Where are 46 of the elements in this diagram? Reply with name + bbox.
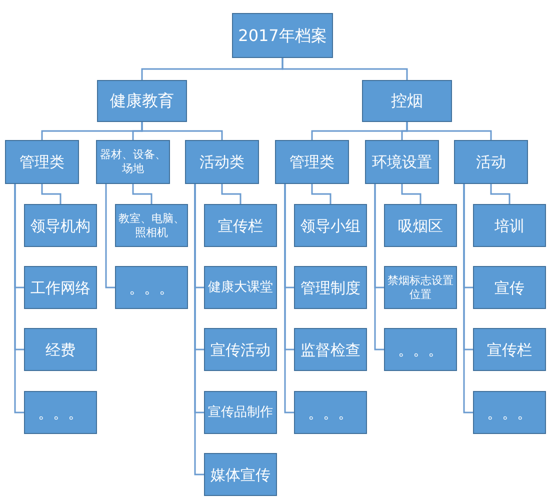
org-box: 。。。 (473, 391, 546, 434)
connector-line (194, 184, 204, 476)
org-box: 经费 (24, 328, 97, 371)
org-box: 监督检查 (294, 328, 367, 371)
org-box: 教室、电脑、照相机 (115, 204, 188, 247)
connector-line (41, 184, 62, 204)
connector-line (132, 184, 152, 204)
org-box: 管理类 (275, 140, 349, 184)
org-box: 禁烟标志设置位置 (384, 266, 457, 309)
org-box: 。。。 (384, 328, 457, 371)
connector-line (311, 184, 332, 204)
org-box: 宣传栏 (204, 204, 277, 247)
connector-line (141, 122, 223, 140)
org-box: 。。。 (24, 391, 97, 434)
org-box: 宣传活动 (204, 328, 277, 371)
org-box: 。。。 (115, 266, 188, 309)
org-box: 健康大课堂 (204, 266, 277, 309)
org-box: 宣传栏 (473, 328, 546, 371)
connector-line (490, 184, 510, 204)
org-box: 领导小组 (294, 204, 367, 247)
org-box: 器材、设备、场地 (96, 140, 170, 184)
org-box: 。。。 (294, 391, 367, 434)
connector-line (463, 184, 473, 414)
org-box: 宣传品制作 (204, 391, 277, 434)
org-box: 管理制度 (294, 266, 367, 309)
org-box: 领导机构 (24, 204, 97, 247)
connector-line (406, 122, 492, 140)
connector-line (284, 184, 294, 414)
org-box: 环境设置 (365, 140, 439, 184)
org-box: 控烟 (362, 80, 452, 122)
connector-line (14, 184, 24, 414)
org-box: 健康教育 (97, 80, 187, 122)
connector-line (105, 184, 115, 288)
connector-line (221, 184, 242, 204)
org-box: 吸烟区 (384, 204, 457, 247)
connector-line (282, 58, 408, 80)
org-box: 2017年档案 (232, 13, 333, 58)
org-box: 活动 (454, 140, 528, 184)
org-box: 宣传 (473, 266, 546, 309)
org-box: 活动类 (185, 140, 259, 184)
org-box: 工作网络 (24, 266, 97, 309)
org-box: 培训 (473, 204, 546, 247)
org-box: 管理类 (5, 140, 79, 184)
org-box: 媒体宣传 (204, 453, 277, 496)
connector-line (401, 184, 422, 204)
connector-line (374, 184, 384, 350)
